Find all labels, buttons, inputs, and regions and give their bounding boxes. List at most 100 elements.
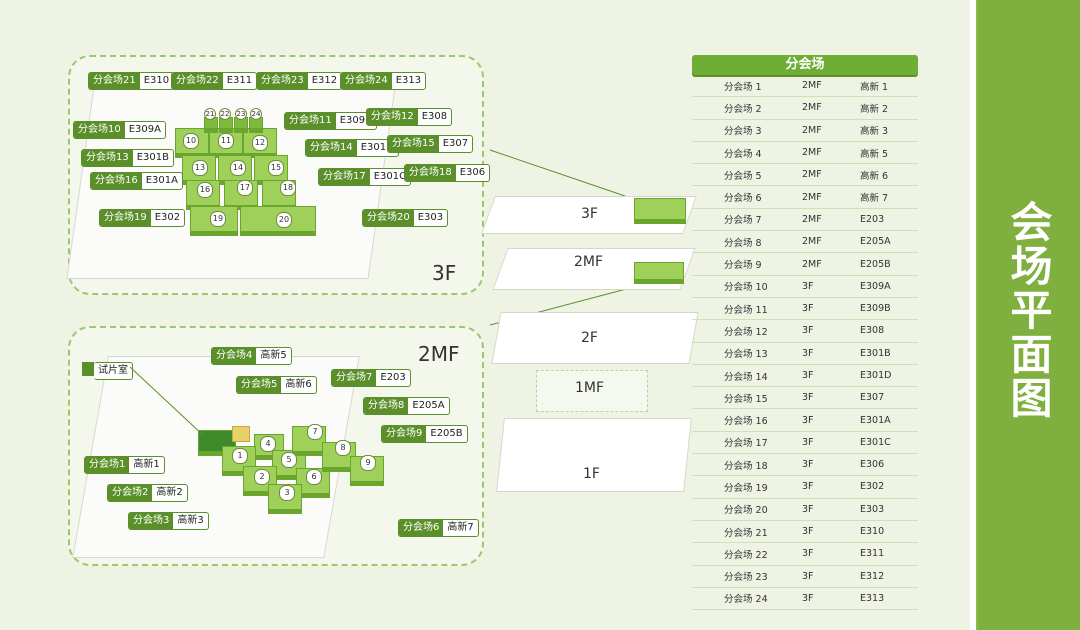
table-cell: 分会场 4 bbox=[724, 148, 762, 160]
table-cell: E301D bbox=[860, 370, 892, 381]
room-number: 17 bbox=[237, 180, 253, 196]
table-cell: E203 bbox=[860, 213, 885, 225]
sidebar: 会场平面图 bbox=[970, 0, 1080, 630]
floor-3f-label: 3F bbox=[432, 261, 457, 285]
table-cell: 分会场 18 bbox=[724, 460, 768, 472]
room-number: 15 bbox=[268, 160, 284, 176]
stack-label-1f: 1F bbox=[583, 466, 600, 482]
room-number: 7 bbox=[307, 424, 323, 440]
room-20 bbox=[240, 206, 316, 232]
screening-room-swatch bbox=[82, 362, 94, 376]
table-cell: 分会场 2 bbox=[724, 103, 762, 115]
table-cell: 3F bbox=[802, 280, 814, 292]
table-cell: E302 bbox=[860, 481, 885, 493]
table-cell: 3F bbox=[802, 392, 814, 404]
table-cell: E205A bbox=[860, 236, 891, 248]
room-number: 14 bbox=[230, 160, 246, 176]
table-cell: 2MF bbox=[802, 258, 822, 270]
table-cell: 2MF bbox=[802, 236, 822, 248]
room-number: 9 bbox=[360, 455, 376, 471]
table-cell: E309B bbox=[860, 303, 891, 315]
room-number: 6 bbox=[306, 469, 322, 485]
table-cell: 3F bbox=[802, 303, 814, 315]
table-cell: 分会场 12 bbox=[724, 326, 768, 338]
table-cell: 2MF bbox=[802, 213, 822, 225]
table-cell: E301A bbox=[860, 414, 891, 426]
table-cell: 分会场 14 bbox=[724, 371, 768, 383]
sidebar-inner: 会场平面图 bbox=[978, 0, 1080, 630]
table-cell: E313 bbox=[860, 592, 885, 604]
room-number: 12 bbox=[252, 135, 268, 151]
table-cell: 分会场 11 bbox=[724, 304, 768, 316]
room-number: 5 bbox=[281, 452, 297, 468]
table-cell: 高新 7 bbox=[860, 193, 889, 205]
table-cell: 3F bbox=[802, 570, 814, 582]
room-number: 11 bbox=[218, 133, 234, 149]
table-cell: 2MF bbox=[802, 147, 822, 159]
room-number: 2 bbox=[254, 469, 270, 485]
table-cell: 分会场 6 bbox=[724, 193, 762, 205]
page-title: 会场平面图 bbox=[1004, 200, 1053, 420]
table-cell: 3F bbox=[802, 436, 814, 448]
table-cell: 分会场 3 bbox=[724, 126, 762, 138]
table-cell: E306 bbox=[860, 459, 885, 471]
table-cell: 分会场 10 bbox=[724, 282, 768, 294]
room-number: 18 bbox=[280, 180, 296, 196]
table-cell: 3F bbox=[802, 347, 814, 359]
table-cell: 分会场 17 bbox=[724, 438, 768, 450]
room-11 bbox=[209, 128, 243, 154]
stack-2mf-rooms bbox=[634, 262, 684, 280]
room-number: 8 bbox=[335, 440, 351, 456]
room-number: 21 bbox=[204, 108, 216, 120]
table-cell: 高新 2 bbox=[860, 103, 889, 115]
table-cell: 分会场 1 bbox=[724, 81, 762, 93]
table-cell: 高新 5 bbox=[860, 148, 889, 160]
table-cell: 分会场 21 bbox=[724, 527, 768, 539]
table-cell: E310 bbox=[860, 526, 885, 538]
table-cell: E205B bbox=[860, 258, 891, 270]
table-cell: 3F bbox=[802, 325, 814, 337]
table-cell: 3F bbox=[802, 548, 814, 560]
table-cell: 高新 3 bbox=[860, 126, 889, 138]
table-cell: 2MF bbox=[802, 191, 822, 203]
room-number: 16 bbox=[197, 182, 213, 198]
table-cell: 高新 6 bbox=[860, 170, 889, 182]
table-cell: E301B bbox=[860, 347, 891, 359]
table-cell: 分会场 23 bbox=[724, 572, 768, 584]
table-cell: 分会场 19 bbox=[724, 482, 768, 494]
table-cell: E311 bbox=[860, 548, 885, 560]
table-cell: 2MF bbox=[802, 80, 822, 92]
table-cell: 分会场 5 bbox=[724, 170, 762, 182]
